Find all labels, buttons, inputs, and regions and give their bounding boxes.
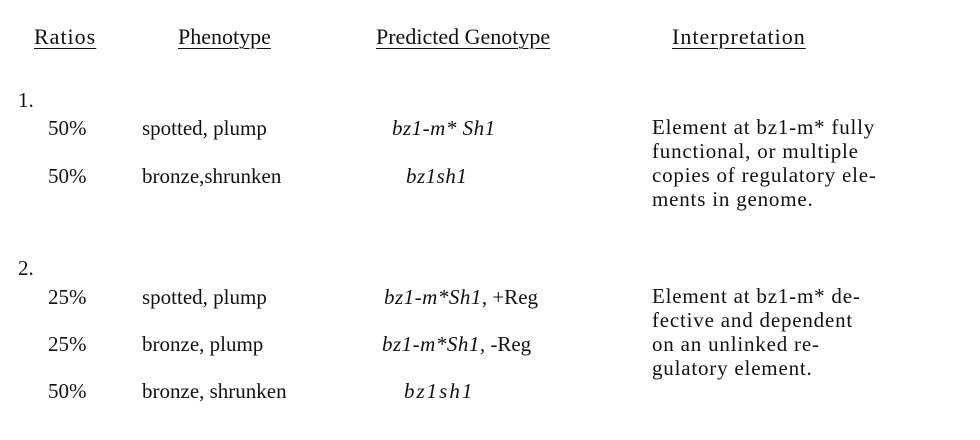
phenotype-cell: bronze, shrunken bbox=[142, 379, 287, 403]
header-phenotype: Phenotype bbox=[178, 24, 271, 49]
regulator-status: , -Reg bbox=[479, 332, 532, 356]
section-number: 2. bbox=[18, 256, 34, 280]
ratio-cell: 25% bbox=[48, 332, 87, 356]
genotype-cell: bz1-m*Sh1, +Reg bbox=[384, 284, 538, 310]
header-predicted-genotype: Predicted Genotype bbox=[376, 24, 551, 49]
genotype-symbol: bz1-m*Sh1 bbox=[384, 285, 482, 309]
phenotype-cell: bronze,shrunken bbox=[142, 164, 282, 188]
interpretation-line: gulatory element. bbox=[652, 356, 813, 380]
header-ratios: Ratios bbox=[34, 24, 97, 49]
section-number: 1. bbox=[18, 88, 34, 112]
phenotype-cell: spotted, plump bbox=[142, 285, 267, 309]
genotype-cell: bz1sh1 bbox=[406, 164, 468, 188]
genotype-symbol: bz1-m*Sh1 bbox=[382, 332, 480, 356]
interpretation-line: Element at bz1-m* fully bbox=[652, 115, 876, 139]
genotype-cell: bz1sh1 bbox=[404, 379, 475, 403]
genotype-cell: bz1-m* Sh1 bbox=[392, 116, 496, 140]
interpretation-line: Element at bz1-m* de- bbox=[652, 284, 861, 308]
interpretation-line: copies of regulatory ele- bbox=[652, 163, 877, 187]
interpretation-line: ments in genome. bbox=[652, 187, 814, 211]
phenotype-cell: bronze, plump bbox=[142, 332, 264, 356]
phenotype-cell: spotted, plump bbox=[142, 116, 267, 140]
ratio-cell: 50% bbox=[48, 379, 87, 403]
ratio-cell: 50% bbox=[48, 116, 87, 140]
header-interpretation: Interpretation bbox=[672, 24, 806, 49]
interpretation-line: on an unlinked re- bbox=[652, 332, 820, 356]
interpretation-line: fective and dependent bbox=[652, 308, 854, 332]
regulator-status: , +Reg bbox=[481, 285, 539, 309]
genotype-cell: bz1-m*Sh1, -Reg bbox=[382, 331, 531, 357]
ratio-cell: 50% bbox=[48, 164, 87, 188]
interpretation-line: functional, or multiple bbox=[652, 139, 859, 163]
ratio-cell: 25% bbox=[48, 285, 87, 309]
